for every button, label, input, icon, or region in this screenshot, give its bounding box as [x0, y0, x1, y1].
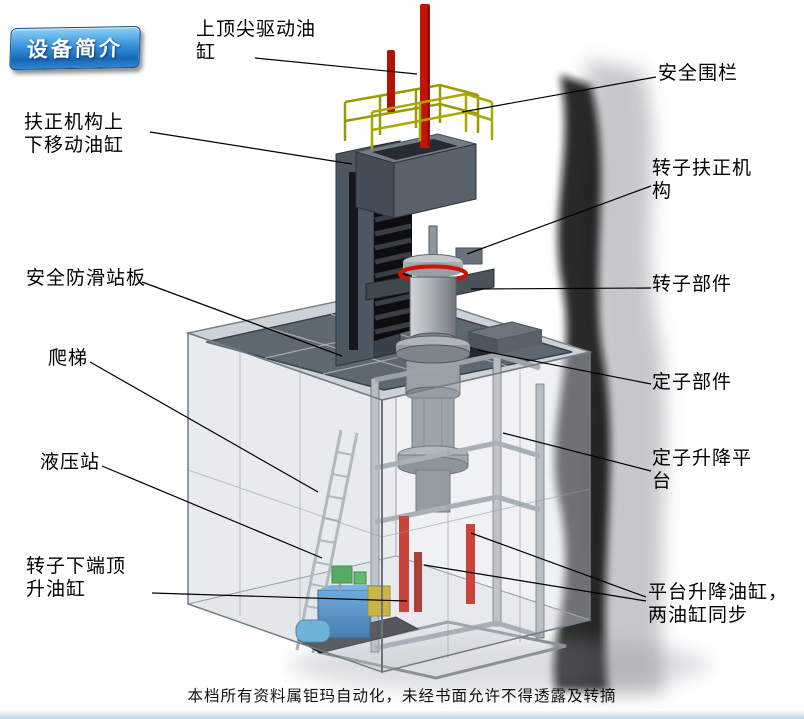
head-box — [355, 133, 477, 219]
footer-confidentiality-note: 本档所有资料属钜玛自动化，未经书面允许不得透露及转摘 — [187, 687, 617, 705]
callout-line — [89, 361, 319, 493]
rotor-assembly — [365, 225, 495, 364]
deck-side-console — [467, 321, 543, 354]
bottom-gradient-strip — [0, 710, 804, 719]
safety-fence-railing-front — [370, 92, 494, 150]
callout-line — [466, 185, 652, 255]
title-badge: 设备简介 — [9, 25, 141, 71]
smoke-shadow — [553, 60, 666, 695]
label-rotor-centering-mechanism: 转子扶正机 构 — [652, 157, 753, 203]
label-top-tip-drive-cylinder: 上顶尖驱动油 缸 — [196, 18, 317, 64]
hydraulic-station-unit — [295, 565, 420, 654]
label-rotor-parts: 转子部件 — [652, 273, 733, 295]
label-platform-lifting-cylinders: 平台升降油缸， 两油缸同步 — [648, 581, 789, 627]
top-drive-cylinder-rods — [387, 4, 430, 148]
callout-line — [423, 564, 647, 602]
callout-line — [149, 131, 353, 165]
label-stator-parts: 定子部件 — [652, 371, 733, 393]
callout-line — [101, 465, 323, 559]
label-stator-lifting-platform: 定子升降平 台 — [652, 447, 753, 493]
label-ladder: 爬梯 — [48, 347, 89, 369]
callout-line — [151, 592, 408, 602]
platform-lift-cylinder-rods — [399, 516, 475, 612]
callout-line — [477, 349, 652, 385]
callout-line — [470, 287, 652, 290]
callout-line — [461, 76, 657, 113]
callout-lines — [89, 57, 657, 602]
label-hydraulic-station: 液压站 — [40, 451, 101, 473]
label-rotor-bottom-jack-cylinder: 转子下端顶 升油缸 — [26, 555, 127, 601]
label-anti-slip-platform: 安全防滑站板 — [26, 267, 147, 289]
callout-line — [502, 432, 652, 472]
callout-line — [470, 532, 647, 598]
stator-assembly — [397, 357, 469, 513]
ground-shadow — [290, 637, 710, 693]
enclosure-front-walls — [187, 331, 591, 674]
callout-line — [141, 281, 343, 357]
label-safety-fence: 安全围栏 — [658, 62, 739, 84]
label-centering-mechanism-cylinder: 扶正机构上 下移动油缸 — [24, 111, 125, 157]
callout-line — [254, 57, 418, 75]
